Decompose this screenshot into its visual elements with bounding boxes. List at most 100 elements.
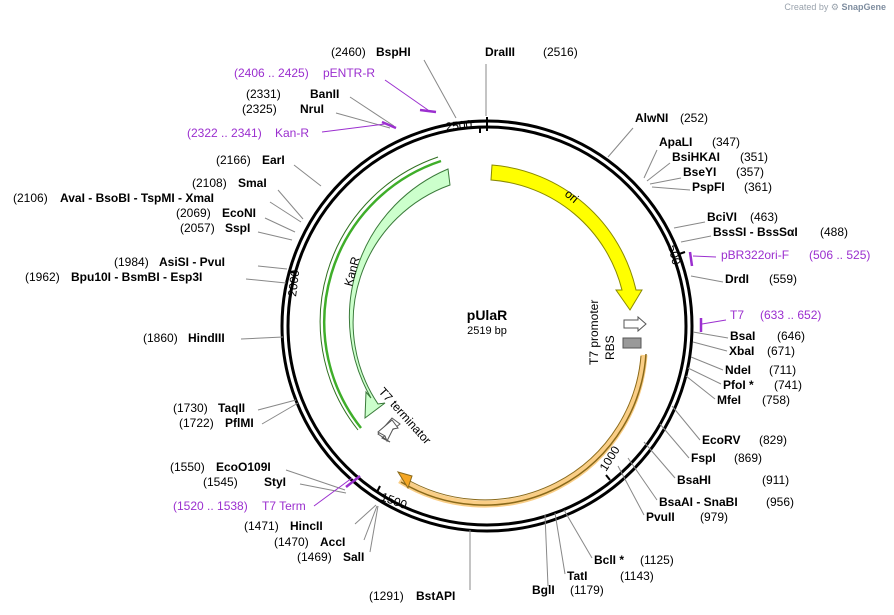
site-name: SmaI xyxy=(238,176,267,190)
site-bcivi[interactable]: (463)BciVI xyxy=(707,210,778,224)
connector-bseyi xyxy=(649,177,682,185)
tick-1500 xyxy=(376,485,381,493)
site-pfoi[interactable]: (741)PfoI * xyxy=(723,378,802,392)
selected-region-line xyxy=(400,353,647,506)
site-avai-bsobi-tspmi-xmai[interactable]: (2106)AvaI - BsoBI - TspMI - XmaI xyxy=(13,191,214,205)
site-position: (488) xyxy=(820,225,848,239)
site-fspi[interactable]: (869)FspI xyxy=(691,451,762,465)
site-smai[interactable]: (2108) SmaI xyxy=(192,176,267,190)
primer-pbr322ori-f[interactable]: (506 .. 525)pBR322ori-F xyxy=(688,248,870,267)
site-bsihkai[interactable]: (351)BsiHKAI xyxy=(672,150,768,164)
site-bsaai-snabi[interactable]: (956)BsaAI - SnaBI xyxy=(659,495,794,509)
connector-sali xyxy=(369,505,379,553)
site-bcli[interactable]: (1125)BclI * xyxy=(594,553,674,567)
site-eari[interactable]: (2166)EarI xyxy=(216,153,285,167)
site-name: SalI xyxy=(343,550,364,564)
site-mfei[interactable]: (758)MfeI xyxy=(717,393,790,407)
primer-range: (2322 .. 2341) xyxy=(187,126,262,140)
site-position: (463) xyxy=(750,210,778,224)
site-alwni[interactable]: (252)AlwNI xyxy=(635,111,708,125)
site-apali[interactable]: (347)ApaLI xyxy=(659,135,740,149)
connector-bsaai-snabi xyxy=(627,457,658,501)
site-banii[interactable]: (2331)BanII xyxy=(246,87,339,101)
site-name: BseYI xyxy=(683,165,716,179)
connector-bpu10i-bsmbi-esp3i xyxy=(245,278,287,284)
primer-t7-term[interactable]: (1520 .. 1538)T7 Term xyxy=(173,475,361,513)
site-position: (911) xyxy=(762,473,789,487)
site-tati[interactable]: (1143)TatI xyxy=(567,569,654,583)
site-position: (1550) xyxy=(170,460,205,474)
site-styi[interactable]: (1545)StyI xyxy=(203,475,286,489)
site-hincii[interactable]: (1471)HincII xyxy=(244,519,323,533)
site-name: AvaI - BsoBI - TspMI - XmaI xyxy=(60,191,214,205)
site-position: (361) xyxy=(744,180,772,194)
site-hindiii[interactable]: (1860)HindIII xyxy=(143,331,225,345)
site-xbai[interactable]: (671) XbaI xyxy=(729,344,795,358)
site-bsahi[interactable]: (911) BsaHI xyxy=(677,473,789,487)
site-pspfi[interactable]: (361)PspFI xyxy=(692,180,772,194)
connector-styi xyxy=(299,483,347,494)
site-econi[interactable]: (2069)EcoNI xyxy=(176,206,256,220)
site-name: EcoNI xyxy=(222,206,256,220)
primer-binding-mark xyxy=(381,120,397,130)
connector-sspi xyxy=(257,231,293,241)
site-bgli[interactable]: (1179)BglI xyxy=(532,583,604,597)
site-name: XbaI xyxy=(729,344,754,358)
site-ndei[interactable]: (711)NdeI xyxy=(725,363,796,377)
primer-range: (633 .. 652) xyxy=(760,308,821,322)
selected-region-highlight xyxy=(398,354,648,508)
primer-range: (1520 .. 1538) xyxy=(173,499,248,513)
site-connectors xyxy=(240,59,729,590)
site-ecoo109i[interactable]: (1550) EcoO109I xyxy=(170,460,271,474)
site-bpu10i-bsmbi-esp3i[interactable]: (1962)Bpu10I - BsmBI - Esp3I xyxy=(25,270,202,284)
site-position: (2460) xyxy=(331,45,366,59)
connector-acci xyxy=(363,505,378,541)
site-bseyi[interactable]: (357)BseYI xyxy=(683,165,764,179)
connector-econi xyxy=(264,217,296,233)
site-asisi-pvui[interactable]: (1984)AsiSI - PvuI xyxy=(114,255,225,269)
connector-bsssi-bsss-i xyxy=(680,235,712,243)
site-ecorv[interactable]: (829)EcoRV xyxy=(702,433,787,447)
site-sali[interactable]: (1469)SalI xyxy=(297,550,364,564)
credit-prefix: Created by xyxy=(784,2,829,12)
site-name: EcoO109I xyxy=(216,460,271,474)
site-nrui[interactable]: (2325)NruI xyxy=(242,102,324,116)
tick-2000 xyxy=(288,270,296,274)
site-name: MfeI xyxy=(717,393,741,407)
site-drdi[interactable]: (559)DrdI xyxy=(725,272,797,286)
connector-bcli xyxy=(563,509,593,559)
selected-region-arrowhead xyxy=(396,471,413,490)
site-name: BsaHI xyxy=(677,473,711,487)
site-name: AccI xyxy=(320,535,345,549)
site-position: (711) xyxy=(769,363,796,377)
connector-ecoo109i xyxy=(285,469,346,491)
primer-pentr-r[interactable]: (2406 .. 2425)pENTR-R xyxy=(234,66,437,114)
site-sspi[interactable]: (2057)SspI xyxy=(180,221,250,235)
site-position: (671) xyxy=(767,344,795,358)
feature-rbs-label: RBS xyxy=(603,335,617,360)
connector-bgli xyxy=(544,514,549,587)
site-position: (1470) xyxy=(274,535,309,549)
site-acci[interactable]: (1470) AccI xyxy=(274,535,345,549)
site-bsai[interactable]: (646)BsaI xyxy=(730,329,805,343)
primer-binding-mark xyxy=(419,108,437,114)
site-pflmi[interactable]: (1722)PflMI xyxy=(179,416,254,430)
site-bsssi-bsss-i[interactable]: (488) BssSI - BssSαI xyxy=(713,225,848,239)
site-name: BssSI - BssSαI xyxy=(713,225,798,239)
site-pvuii[interactable]: (979)PvuII xyxy=(646,510,728,524)
site-bstapi[interactable]: (1291)BstAPI xyxy=(369,589,455,603)
site-draiii[interactable]: (2516)DraIII xyxy=(485,45,578,59)
site-position: (1125) xyxy=(640,553,674,567)
primer-connector xyxy=(692,255,717,258)
primer-t7[interactable]: (633 .. 652) T7 xyxy=(699,308,821,332)
site-bsphi[interactable]: (2460)BspHI xyxy=(331,45,411,59)
site-position: (1291) xyxy=(369,589,404,603)
site-position: (2108) xyxy=(192,176,227,190)
primer-kan-r[interactable]: (2322 .. 2341)Kan-R xyxy=(187,120,397,140)
primer-name: T7 xyxy=(730,308,744,322)
tick-label-2500: 2500 xyxy=(445,117,473,134)
site-taqii[interactable]: (1730)TaqII xyxy=(173,401,245,415)
site-name: BsiHKAI xyxy=(672,150,720,164)
site-position: (1545) xyxy=(203,475,238,489)
